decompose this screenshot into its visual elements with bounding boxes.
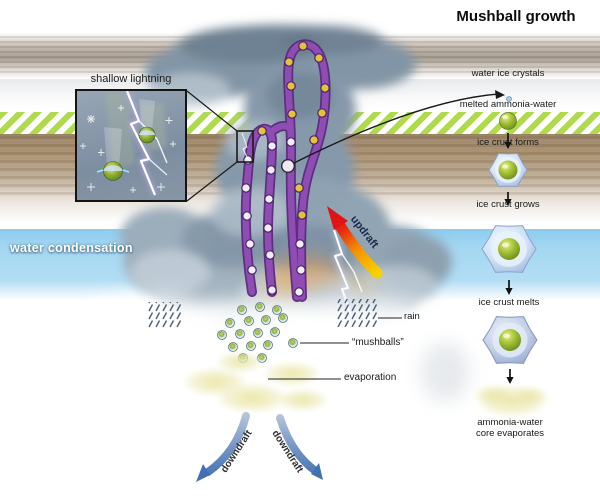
shallow-lightning-inset xyxy=(75,89,187,202)
mushball-ice-crust-melts xyxy=(482,316,538,364)
diagram-title: Mushball growth xyxy=(456,8,576,25)
path-markers xyxy=(241,41,330,297)
crystal-transport-arrow xyxy=(293,90,512,164)
shallow-lightning-label: shallow lightning xyxy=(90,73,172,85)
downdraft-arrows xyxy=(196,412,323,482)
evaporation-label: evaporation xyxy=(344,372,397,383)
seq-arrow-1 xyxy=(504,133,512,149)
water-condensation-label: water condensation xyxy=(10,241,133,255)
melted-droplet xyxy=(506,96,512,102)
inset-artwork xyxy=(80,91,176,197)
inset-connector xyxy=(186,90,254,202)
mushballs-label: “mushballs” xyxy=(352,337,404,348)
leader-lines xyxy=(268,317,402,380)
updraft-arrow xyxy=(327,206,383,279)
ice-crust-forms-label: ice crust forms xyxy=(477,137,539,148)
seq-arrow-2 xyxy=(504,192,512,206)
rain-marks xyxy=(147,299,378,328)
evaporation-clouds xyxy=(182,352,329,413)
seq-arrow-4 xyxy=(506,369,514,384)
water-ice-crystals-label: water ice crystals xyxy=(471,68,545,79)
inset-mushball-lower xyxy=(96,127,130,181)
inset-mushball-upper xyxy=(138,99,156,144)
ammonia-ball xyxy=(499,112,517,130)
mushball-ice-crust-grows xyxy=(481,225,537,273)
seq-arrow-3 xyxy=(505,280,513,295)
ice-crust-grows-label: ice crust grows xyxy=(476,199,540,210)
deep-lightning-bolt xyxy=(331,229,363,319)
ice-crust-melts-label: ice crust melts xyxy=(478,297,540,308)
mushball-ice-crust-forms xyxy=(488,152,528,188)
core-evaporates-line2: core evaporates xyxy=(475,427,545,439)
lightning-source-box xyxy=(236,130,254,163)
rain-label: rain xyxy=(404,311,420,322)
inset-ice-crystals xyxy=(80,105,176,193)
evaporating-core-cloud xyxy=(474,385,549,417)
melted-ammonia-water-label: melted ammonia-water xyxy=(459,99,557,110)
growth-sequence-graphics xyxy=(474,112,549,417)
core-evaporates-line1: ammonia-water xyxy=(477,417,543,428)
falling-mushballs xyxy=(217,302,298,363)
highlighted-particle xyxy=(281,158,296,173)
core-evaporates-label: ammonia-water core evaporates xyxy=(446,417,574,440)
